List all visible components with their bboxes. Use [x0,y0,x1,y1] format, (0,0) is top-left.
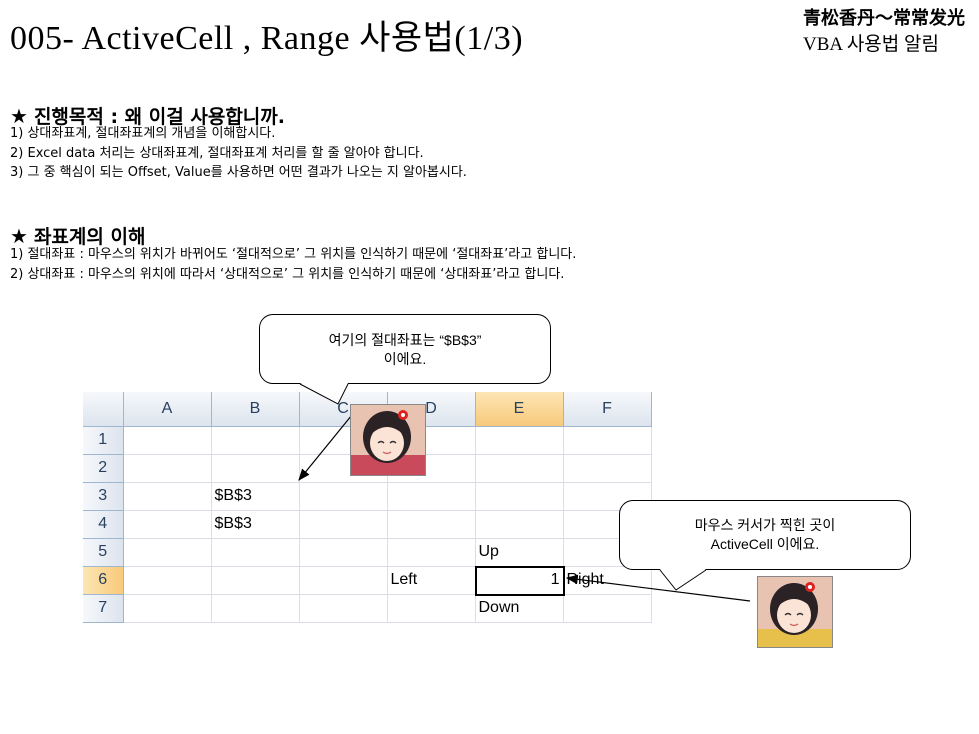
row-header-5[interactable]: 5 [83,538,124,567]
column-header-e[interactable]: E [475,392,564,427]
cell[interactable] [299,538,388,567]
arrow-to-active-cell [565,574,751,602]
cell[interactable] [123,538,212,567]
cell[interactable] [475,454,564,483]
select-all-corner[interactable] [83,392,124,427]
cell[interactable] [475,426,564,455]
column-header-f[interactable]: F [563,392,652,427]
cell[interactable] [475,510,564,539]
section1-heading: 진행목적 : 왜 이걸 사용합니까. [33,106,285,128]
sheet-row: 3 $B$3 [83,482,652,511]
star-icon: ★ [10,104,28,128]
spreadsheet-grid[interactable]: A B C D E F 1 2 3 $B$3 4 $B$3 5 [83,392,661,636]
cell[interactable] [211,426,300,455]
section2-heading: 좌표계의 이해 [33,226,146,248]
bubble-text-line: ActiveCell 이에요. [710,536,820,552]
girl-avatar-icon [758,577,832,647]
bubble-tail [299,383,349,405]
speech-bubble-activecell: 마우스 커서가 찍힌 곳이 ActiveCell 이에요. [619,500,911,570]
cell[interactable] [299,594,388,623]
cell-e6-active[interactable]: 1 [475,566,564,595]
section1-line: 3) 그 중 핵심이 되는 Offset, Value를 사용하면 어떤 결과가… [10,165,467,180]
cell[interactable] [123,510,212,539]
sheet-row: 5 Up [83,538,652,567]
section1-line: 2) Excel data 처리는 상대좌표계, 절대좌표계 처리를 할 줄 알… [10,146,424,161]
cell[interactable] [123,454,212,483]
sheet-row: 4 $B$3 [83,510,652,539]
section2-line: 2) 상대좌표 : 마우스의 위치에 따라서 ‘상대적으로’ 그 위치를 인식하… [10,267,565,282]
cell-b3[interactable]: $B$3 [211,482,300,511]
cell-e5[interactable]: Up [475,538,564,567]
bubble-tail [659,569,707,591]
bubble-text-line: 여기의 절대좌표는 “$B$3” [328,332,482,348]
girl-avatar-icon [351,405,425,475]
cell[interactable] [123,566,212,595]
cell[interactable] [299,510,388,539]
cell[interactable] [211,566,300,595]
cell-e7[interactable]: Down [475,594,564,623]
section1-line: 1) 상대좌표계, 절대좌표계의 개념을 이해합시다. [10,126,276,141]
page-title: 005- ActiveCell , Range 사용법(1/3) [10,20,524,57]
section2-line: 1) 절대좌표 : 마우스의 위치가 바뀌어도 ‘절대적으로’ 그 위치를 인식… [10,247,577,262]
cell[interactable] [123,594,212,623]
row-header-4[interactable]: 4 [83,510,124,539]
cell[interactable] [563,594,652,623]
row-header-7[interactable]: 7 [83,594,124,623]
speech-bubble-absolute: 여기의 절대좌표는 “$B$3” 이에요. [259,314,551,384]
cell[interactable] [299,566,388,595]
active-cell-border [475,566,565,596]
bubble-tail [300,383,348,404]
cell[interactable] [387,510,476,539]
cell[interactable] [123,426,212,455]
row-header-1[interactable]: 1 [83,426,124,455]
cell[interactable] [211,594,300,623]
cell[interactable] [387,482,476,511]
arrow-to-b3 [298,409,357,481]
section1-heading-row: ★진행목적 : 왜 이걸 사용합니까. [10,102,285,129]
avatar-image [350,404,426,476]
row-header-6[interactable]: 6 [83,566,124,595]
column-header-b[interactable]: B [211,392,300,427]
bubble-text-line: 이에요. [383,351,427,367]
cell[interactable] [563,426,652,455]
cell[interactable] [475,482,564,511]
sheet-row: 6 Left 1 Right [83,566,652,595]
row-header-3[interactable]: 3 [83,482,124,511]
bubble-text-line: 마우스 커서가 찍힌 곳이 [694,517,836,533]
cell[interactable] [387,594,476,623]
cell[interactable] [211,454,300,483]
sheet-row: 7 Down [83,594,652,623]
brand-block: 青松香丹～常常发光 VBA 사용법 알림 [803,6,965,58]
bubble-tail [660,569,706,590]
row-header-2[interactable]: 2 [83,454,124,483]
cell-b4[interactable]: $B$3 [211,510,300,539]
avatar-image [757,576,833,648]
brand-subtitle: VBA 사용법 알림 [803,34,939,55]
cell[interactable] [123,482,212,511]
star-icon: ★ [10,224,28,248]
cell[interactable] [387,538,476,567]
cell[interactable] [563,454,652,483]
brand-name: 青松香丹～常常发光 [803,8,965,29]
cell[interactable] [299,482,388,511]
column-header-a[interactable]: A [123,392,212,427]
sheet-row: 2 [83,454,652,483]
cell-d6[interactable]: Left [387,566,476,595]
section2-heading-row: ★좌표계의 이해 [10,222,145,249]
cell[interactable] [211,538,300,567]
